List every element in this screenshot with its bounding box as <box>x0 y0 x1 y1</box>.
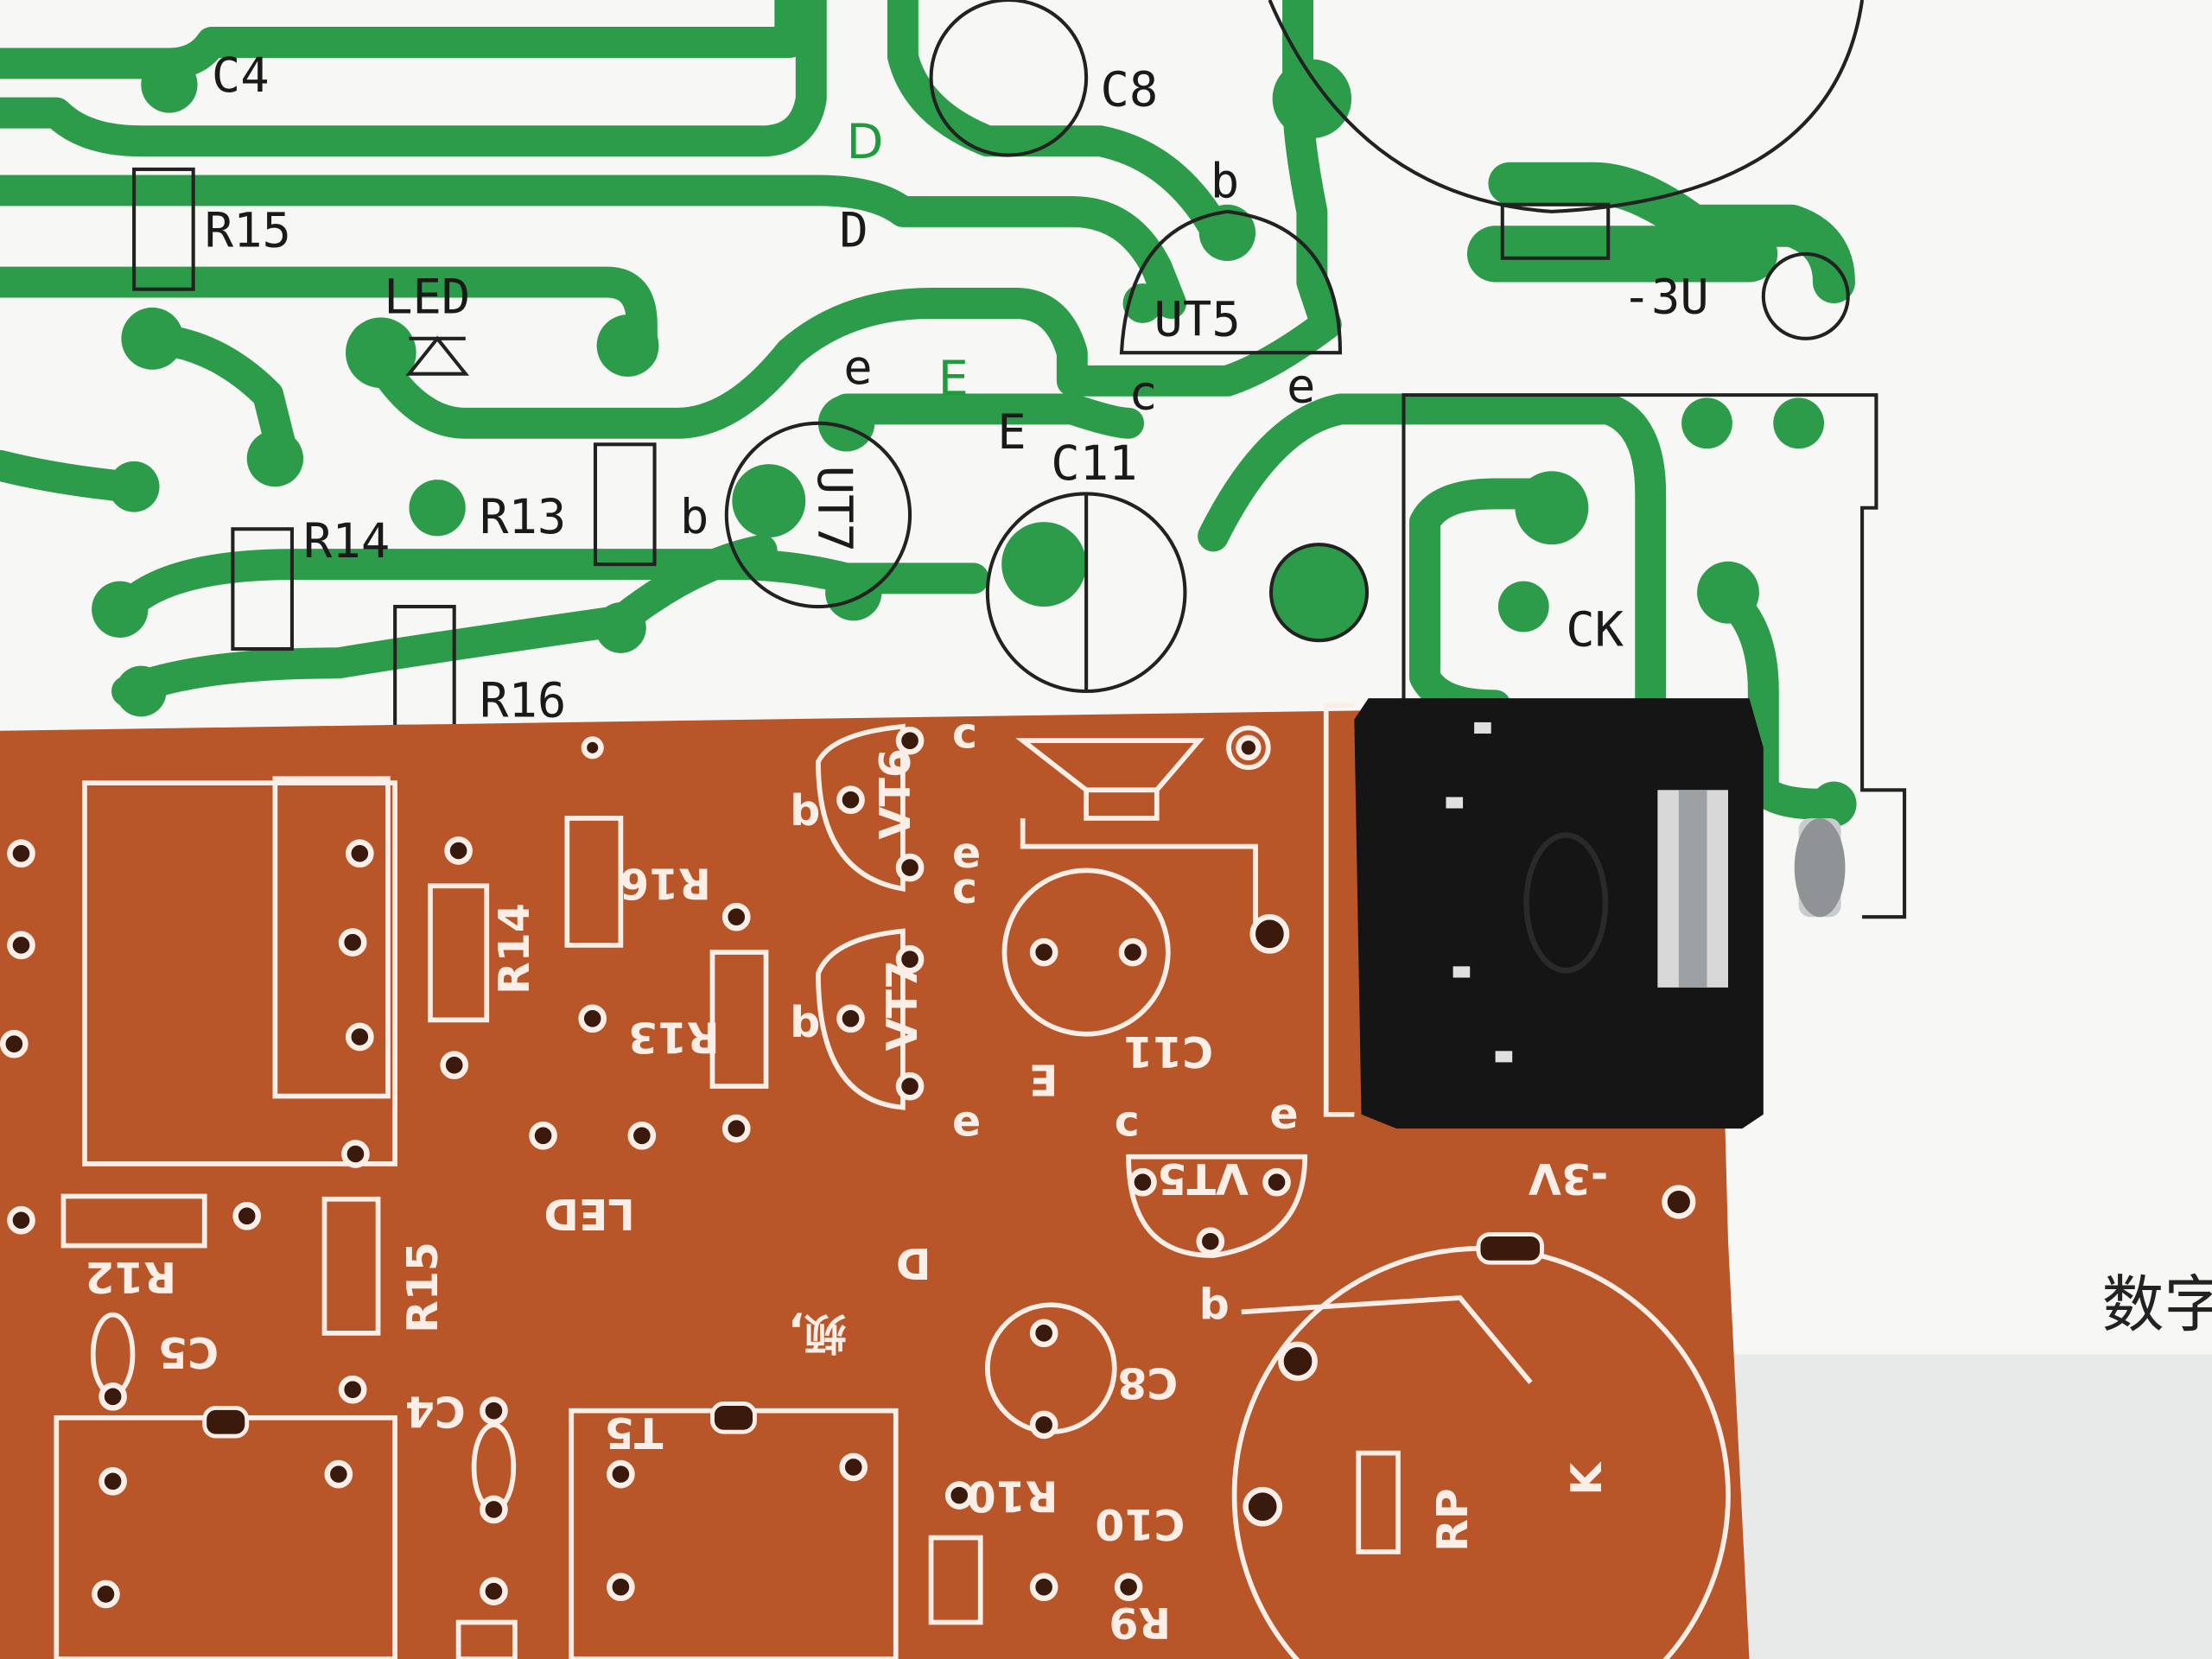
pcb-label-r10: R10 <box>967 1471 1058 1520</box>
label-c: c <box>1128 365 1157 421</box>
label-c4: C4 <box>212 48 270 104</box>
pcb-label-b1: b <box>790 786 820 836</box>
pcb-label-t5: T5 <box>605 1408 663 1457</box>
label-ut5: UT5 <box>1154 292 1241 348</box>
pcb-label-e: E <box>1029 1055 1058 1104</box>
pcb-label-jian: 频, <box>788 1309 847 1358</box>
pcb-label-vt7: VT7 <box>878 960 927 1051</box>
pcb-label-led: LED <box>543 1189 634 1238</box>
pcb-label-k: K <box>1562 1461 1611 1496</box>
page-text: 数字 <box>2102 1268 2212 1341</box>
pcb-label-r14: R14 <box>490 903 539 995</box>
label-ck: CK <box>1566 602 1624 658</box>
pcb-label-r12: R12 <box>85 1252 176 1301</box>
label-c11: C11 <box>1051 435 1137 492</box>
label-r15: R15 <box>205 203 291 259</box>
pcb-label-e1: e <box>952 829 981 878</box>
pcb-substrate <box>0 705 1750 1659</box>
schematic-labels: C4 C8 R15 D D LED b UT5 -3U e E c e E C1… <box>205 48 2212 1341</box>
green-pads <box>92 56 1857 827</box>
label-e: e <box>843 340 872 396</box>
paper-shadow <box>1735 1354 2212 1659</box>
label-d-green: D <box>847 114 884 170</box>
label-e-green: E <box>938 351 969 407</box>
label-r14: R14 <box>303 513 390 569</box>
pcb-label-d: D <box>896 1238 931 1287</box>
pcb-label-r9: R9 <box>1109 1598 1171 1647</box>
label-c8: C8 <box>1100 61 1158 118</box>
pcb-label-b2: b <box>790 998 820 1047</box>
label-e3: E <box>997 404 1026 461</box>
pcb-label-e3: e <box>1269 1090 1298 1139</box>
label-d: D <box>839 203 868 259</box>
pcb-label-e2: e <box>952 1096 981 1146</box>
pcb-label-c11: C11 <box>1123 1027 1213 1076</box>
label-b: b <box>1211 154 1239 210</box>
pcb-label-rp: RP <box>1428 1488 1478 1552</box>
pcb-label-c8: C8 <box>1117 1358 1178 1408</box>
pcb-label-c5: C5 <box>158 1327 219 1376</box>
pcb-label-r16: R16 <box>620 859 711 908</box>
pcb-label-b3: b <box>1199 1281 1230 1330</box>
pcb-label-c10: C10 <box>1095 1499 1185 1548</box>
pcb-label-c2: c <box>952 864 977 913</box>
pcb-label-r15: R15 <box>398 1242 448 1333</box>
label-r13: R13 <box>480 489 566 545</box>
pcb-label-vt6: VT6 <box>871 748 920 839</box>
pcb-label-c3: c <box>1115 1096 1140 1146</box>
label-minus-3u: -3U <box>1623 269 1709 325</box>
schematic-outlines <box>132 0 1907 919</box>
audio-jack-connector <box>1354 698 1846 1129</box>
pcb-label-c4: C4 <box>405 1386 466 1435</box>
pcb-board: R16 VT6 R14 R13 VT7 C11 E LED VT5 -3V R1… <box>0 702 1750 1659</box>
label-led: LED <box>384 269 470 325</box>
label-e2: e <box>1287 358 1315 414</box>
label-b-vt7: b <box>680 489 709 545</box>
pcb-silkscreen-labels: R16 VT6 R14 R13 VT7 C11 E LED VT5 -3V R1… <box>85 709 1611 1647</box>
pcb-holes <box>0 726 1696 1609</box>
pcb-label-r13: R13 <box>628 1013 720 1062</box>
label-ut7: UT7 <box>806 466 862 552</box>
slot-holes <box>202 1232 1544 1439</box>
label-r16: R16 <box>480 672 566 728</box>
pcb-label-minus-3v: -3V <box>1529 1154 1608 1203</box>
pcb-label-vt5: VT5 <box>1158 1154 1249 1203</box>
pcb-label-c1: c <box>952 709 977 758</box>
